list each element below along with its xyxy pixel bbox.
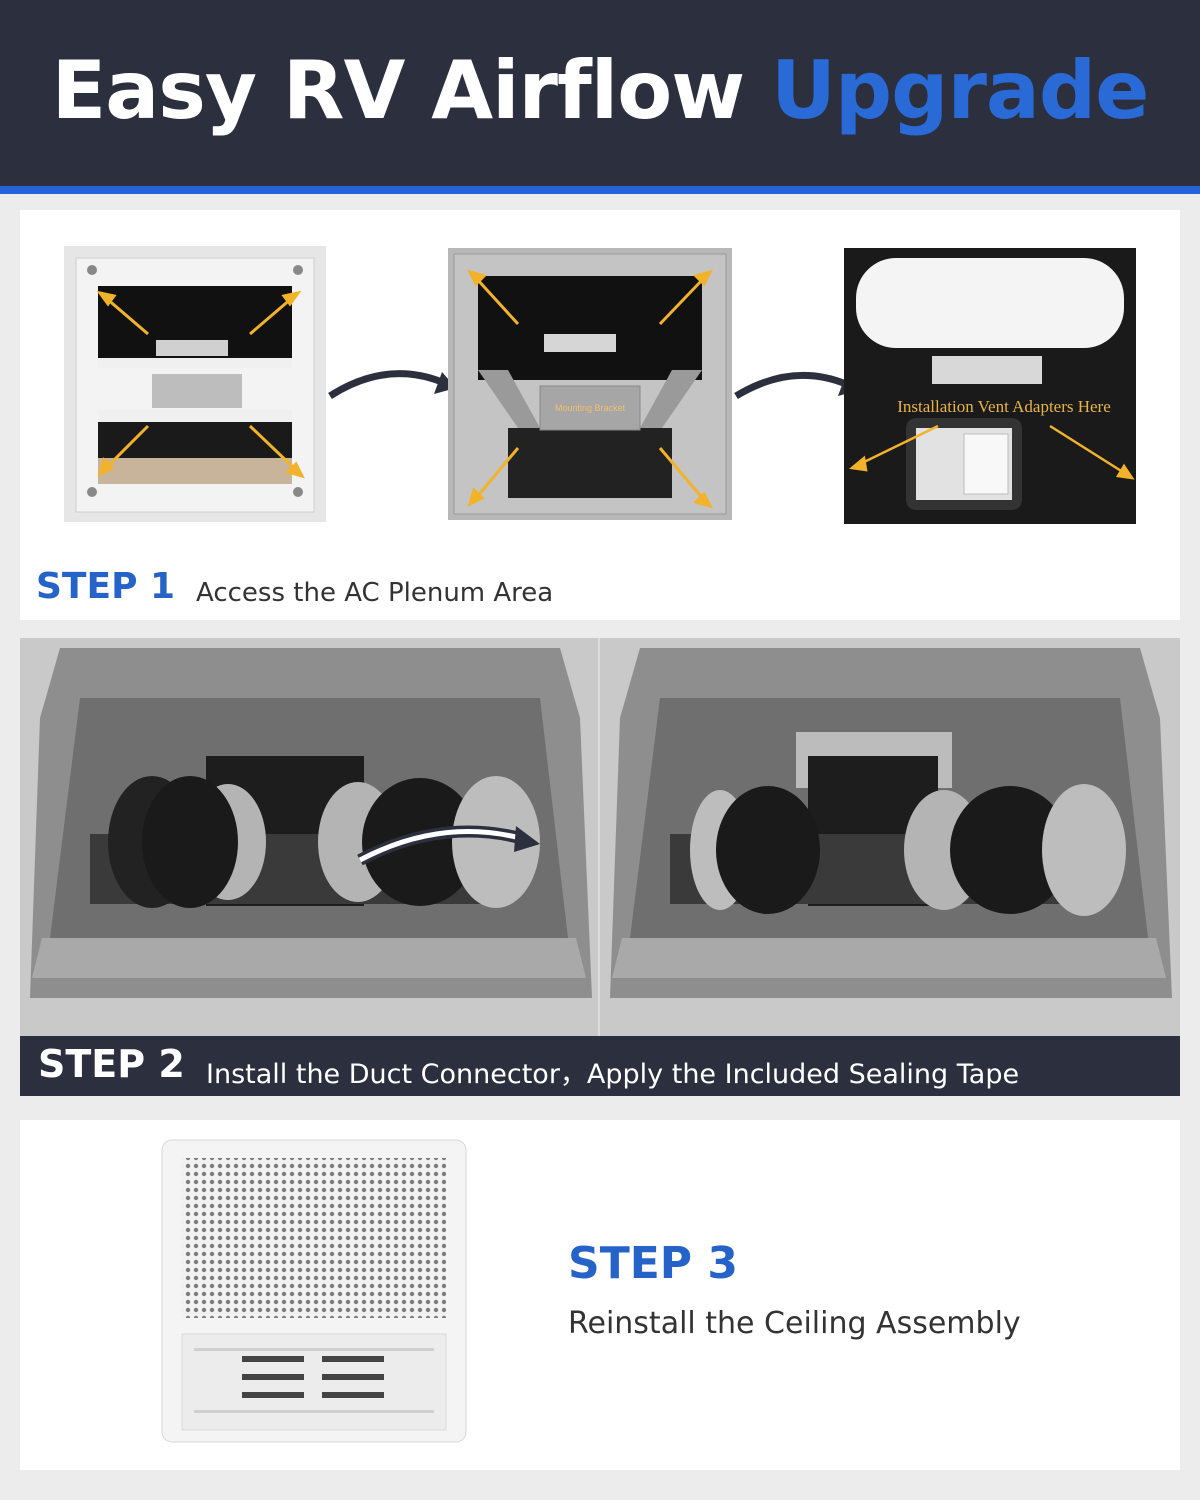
step2-label: STEP 2: [38, 1042, 185, 1086]
title-main: Easy RV Airflow: [51, 44, 745, 137]
duct-photo-before: [20, 638, 598, 1036]
title-accent: Upgrade: [770, 44, 1149, 137]
adapter-label-text: Installation Vent Adapters Here: [897, 397, 1111, 416]
curved-arrow-1-icon: [328, 370, 456, 399]
bracket-label-text: Mounting Bracket: [555, 403, 626, 413]
step2-description: Install the Duct Connector，Apply the Inc…: [206, 1059, 1020, 1090]
step2-panel: STEP 2 Install the Duct Connector，Apply …: [20, 638, 1180, 1096]
ceiling-assembly-photo: [161, 1139, 467, 1443]
step1-panel: Mounting Bracket Installation Vent Adapt…: [20, 210, 1180, 620]
page-title: Easy RV Airflow Upgrade: [0, 44, 1200, 137]
duct-photo-after: [600, 638, 1180, 1036]
step3-description: Reinstall the Ceiling Assembly: [568, 1306, 1021, 1341]
header-banner: Easy RV Airflow Upgrade: [0, 0, 1200, 186]
header-accent-rule: [0, 186, 1200, 194]
plenum-photo-2: Mounting Bracket: [448, 248, 732, 520]
plenum-photo-1: [64, 246, 326, 522]
step1-description: Access the AC Plenum Area: [196, 578, 554, 608]
step3-panel: STEP 3 Reinstall the Ceiling Assembly: [20, 1120, 1180, 1470]
step3-label: STEP 3: [568, 1238, 738, 1289]
step2-caption-bar: [20, 1036, 1180, 1096]
step1-label: STEP 1: [36, 566, 176, 607]
plenum-photo-3: Installation Vent Adapters Here: [844, 248, 1136, 524]
